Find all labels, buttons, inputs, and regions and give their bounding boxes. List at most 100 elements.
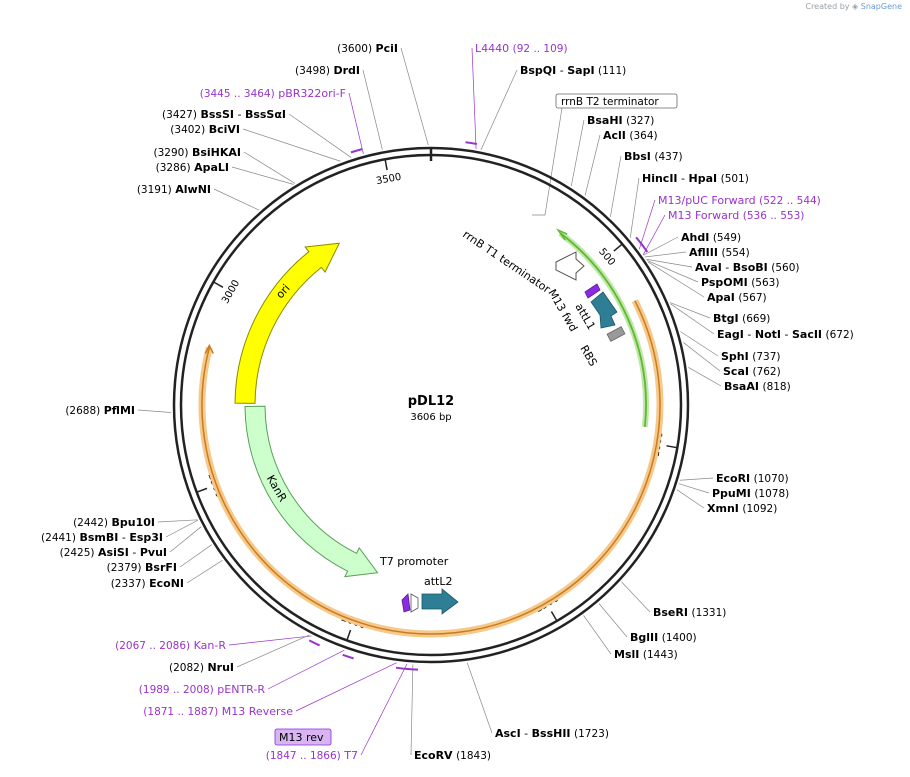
leader-line — [644, 251, 687, 258]
label-name: BsiHKAI — [192, 146, 241, 159]
label-range: (1871 .. 1887) — [143, 706, 218, 718]
enzyme-label-bsahi: BsaHI (327) — [587, 114, 654, 127]
label-name: M13/pUC Forward — [658, 194, 756, 207]
primer-label-l4440: L4440 (92 .. 109) — [475, 42, 568, 55]
label-name3: SacII — [792, 328, 822, 341]
scale-tick-2500 — [196, 487, 208, 493]
label-name2: Esp3I — [129, 531, 163, 544]
rrnb-t2-leader — [532, 107, 563, 216]
leader-line — [137, 409, 172, 413]
credit-prefix: Created by — [805, 2, 850, 11]
label-pos: (3498) — [295, 65, 330, 77]
label-pos: (2425) — [60, 547, 95, 559]
scale-tick-2000 — [346, 629, 352, 641]
primer-pentr-mark — [342, 653, 354, 660]
label-pos: (437) — [654, 151, 682, 163]
label-pos: (549) — [713, 232, 741, 244]
label-pos: (3600) — [337, 43, 372, 55]
label-separator: - — [722, 261, 733, 274]
label-pos: (2379) — [107, 562, 142, 574]
label-text: AhdI (549) — [681, 231, 741, 244]
label-name: BseRI — [653, 606, 688, 619]
label-separator: - — [521, 727, 532, 740]
label-text: (2425) AsiSI - PvuI — [60, 546, 167, 559]
kanr-arrow — [244, 405, 379, 578]
label-name: XmnI — [707, 502, 739, 515]
label-text: (2441) BsmBI - Esp3I — [41, 531, 163, 544]
leader-line — [598, 603, 628, 638]
label-pos: (3290) — [154, 147, 189, 159]
enzyme-label-bsssi: (3427) BssSI - BssSαI — [162, 108, 286, 121]
scale-tick-label-3000: 3000 — [220, 278, 242, 306]
primer-l4440-mark — [465, 141, 478, 145]
label-text: AflIII (554) — [689, 246, 750, 259]
label-pos: (1443) — [643, 649, 678, 661]
label-name: Bpu10I — [112, 516, 156, 529]
label-name: PpuMI — [712, 487, 751, 500]
leader-line — [688, 367, 722, 387]
label-name: M13 Forward — [668, 209, 739, 222]
label-separator: - — [129, 546, 140, 559]
green-feature-line — [559, 232, 647, 427]
label-text: (3445 .. 3464) pBR322ori-F — [200, 87, 346, 100]
label-name: MslI — [614, 648, 639, 661]
label-name: AsiSI — [98, 546, 129, 559]
enzyme-label-ahdi: AhdI (549) — [681, 231, 741, 244]
enzyme-label-econi: (2337) EcoNI — [111, 577, 184, 590]
leader-line — [629, 177, 640, 238]
label-name: AvaI — [695, 261, 722, 274]
label-name: L4440 — [475, 42, 509, 55]
enzyme-label-asisi: (2425) AsiSI - PvuI — [60, 546, 167, 559]
primer-m13rev-mark — [395, 666, 408, 670]
leader-line — [621, 581, 651, 613]
label-separator: - — [744, 328, 755, 341]
label-text: EagI - NotI - SacII (672) — [717, 328, 854, 341]
leader-line — [676, 489, 705, 509]
rbs-box — [606, 326, 626, 342]
label-text: BtgI (669) — [713, 312, 770, 325]
label-text: (3402) BciVI — [170, 123, 240, 136]
label-text: MslI (1443) — [614, 648, 678, 661]
leader-line — [670, 303, 715, 335]
label-pos: (1331) — [691, 607, 726, 619]
primer-label-kan-r: (2067 .. 2086) Kan-R — [115, 639, 226, 652]
label-text: SphI (737) — [721, 350, 780, 363]
leader-line — [643, 236, 679, 256]
label-separator: - — [234, 108, 245, 121]
primer-label-t7: (1847 .. 1866) T7 — [266, 749, 358, 762]
label-pos: (2337) — [111, 578, 146, 590]
enzyme-label-bsihkai: (3290) BsiHKAI — [154, 146, 241, 159]
label-range: (3445 .. 3464) — [200, 88, 275, 100]
leader-line — [348, 92, 364, 155]
label-text: BbsI (437) — [624, 150, 683, 163]
label-pos: (2441) — [41, 532, 76, 544]
m13-rev-mark — [401, 593, 411, 613]
leader-line — [213, 188, 260, 211]
label-pos: (3191) — [137, 184, 172, 196]
label-text: AscI - BssHII (1723) — [495, 727, 609, 740]
label-name: BciVI — [209, 123, 240, 136]
label-range: (522 .. 544) — [759, 195, 821, 207]
label-separator: - — [678, 172, 689, 185]
label-pos: (3286) — [156, 162, 191, 174]
label-pos: (3427) — [162, 109, 197, 121]
enzyme-label-drdi: (3498) DrdI — [295, 64, 360, 77]
label-pos: (501) — [721, 173, 749, 185]
enzyme-label-bspqi: BspQI - SapI (111) — [520, 64, 626, 77]
label-pos: (762) — [752, 366, 780, 378]
leader-line — [647, 261, 705, 298]
label-pos: (364) — [629, 130, 657, 142]
label-name2: SapI — [567, 64, 594, 77]
label-pos: (560) — [771, 262, 799, 274]
primer-label-m13-puc-forward: M13/pUC Forward (522 .. 544) — [658, 194, 821, 207]
label-name: BspQI — [520, 64, 556, 77]
orange-feature-line — [201, 300, 661, 635]
leader-line — [642, 214, 666, 255]
label-text: M13 Forward (536 .. 553) — [668, 209, 804, 222]
label-text: ScaI (762) — [723, 365, 781, 378]
enzyme-label-pflmi: (2688) PflMI — [65, 404, 135, 417]
leader-line — [680, 331, 719, 357]
plasmid-name: pDL12 — [408, 394, 454, 409]
enzyme-label-acli: AclI (364) — [603, 129, 658, 142]
label-text: BspQI - SapI (111) — [520, 64, 626, 77]
